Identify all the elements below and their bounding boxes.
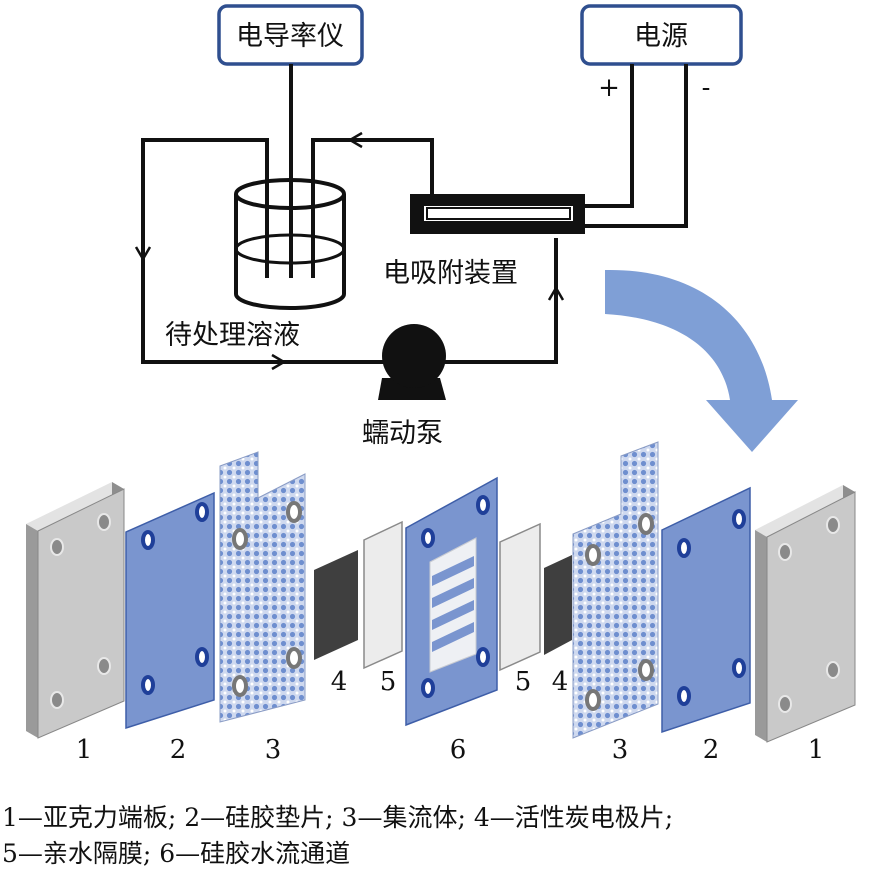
- component-number: 4: [331, 667, 348, 697]
- positive-terminal-label: +: [598, 73, 620, 103]
- membrane-left: [363, 520, 403, 670]
- component-number: 6: [450, 735, 467, 765]
- solution-label: 待处理溶液: [165, 320, 300, 351]
- component-number: 1: [76, 735, 93, 765]
- flow-channel-gasket: [405, 476, 498, 727]
- legend-line-2: 5—亲水隔膜; 6—硅胶水流通道: [2, 839, 351, 868]
- adsorption-device: [410, 194, 585, 234]
- legend-line-1: 1—亚克力端板; 2—硅胶垫片; 3—集流体; 4—活性炭电极片;: [2, 803, 674, 832]
- flow-arrows: [134, 131, 565, 371]
- component-number: 2: [703, 735, 720, 765]
- membrane-right: [499, 522, 541, 672]
- adsorption-device-label: 电吸附装置: [383, 258, 518, 289]
- silicone-gasket-left: [125, 491, 215, 730]
- component-number: 3: [265, 735, 282, 765]
- carbon-electrode-left: [314, 550, 358, 660]
- component-number: 5: [380, 667, 397, 697]
- conductivity-meter-box: 电导率仪: [217, 4, 364, 66]
- component-number: 2: [170, 735, 187, 765]
- component-numbers: 1 2 3 4 5 6 5 4 3 2 1: [76, 667, 825, 765]
- power-supply-label: 电源: [634, 21, 688, 52]
- end-plate-left: [26, 482, 125, 739]
- peristaltic-pump: [378, 324, 446, 400]
- component-number: 1: [808, 735, 825, 765]
- exploded-view-arrow: [605, 269, 798, 452]
- pump-label: 蠕动泵: [362, 418, 443, 449]
- power-supply-box: 电源: [580, 4, 743, 66]
- component-number: 5: [515, 667, 532, 697]
- end-plate-right: [755, 485, 856, 743]
- beaker: [234, 176, 346, 310]
- component-number: 4: [552, 667, 569, 697]
- component-number: 3: [612, 735, 629, 765]
- current-collector-left: [219, 451, 306, 723]
- conductivity-meter-label: 电导率仪: [236, 21, 344, 52]
- carbon-electrode-right: [544, 555, 572, 655]
- negative-terminal-label: -: [702, 73, 711, 103]
- silicone-gasket-right: [661, 486, 751, 734]
- current-collector-right: [572, 441, 659, 739]
